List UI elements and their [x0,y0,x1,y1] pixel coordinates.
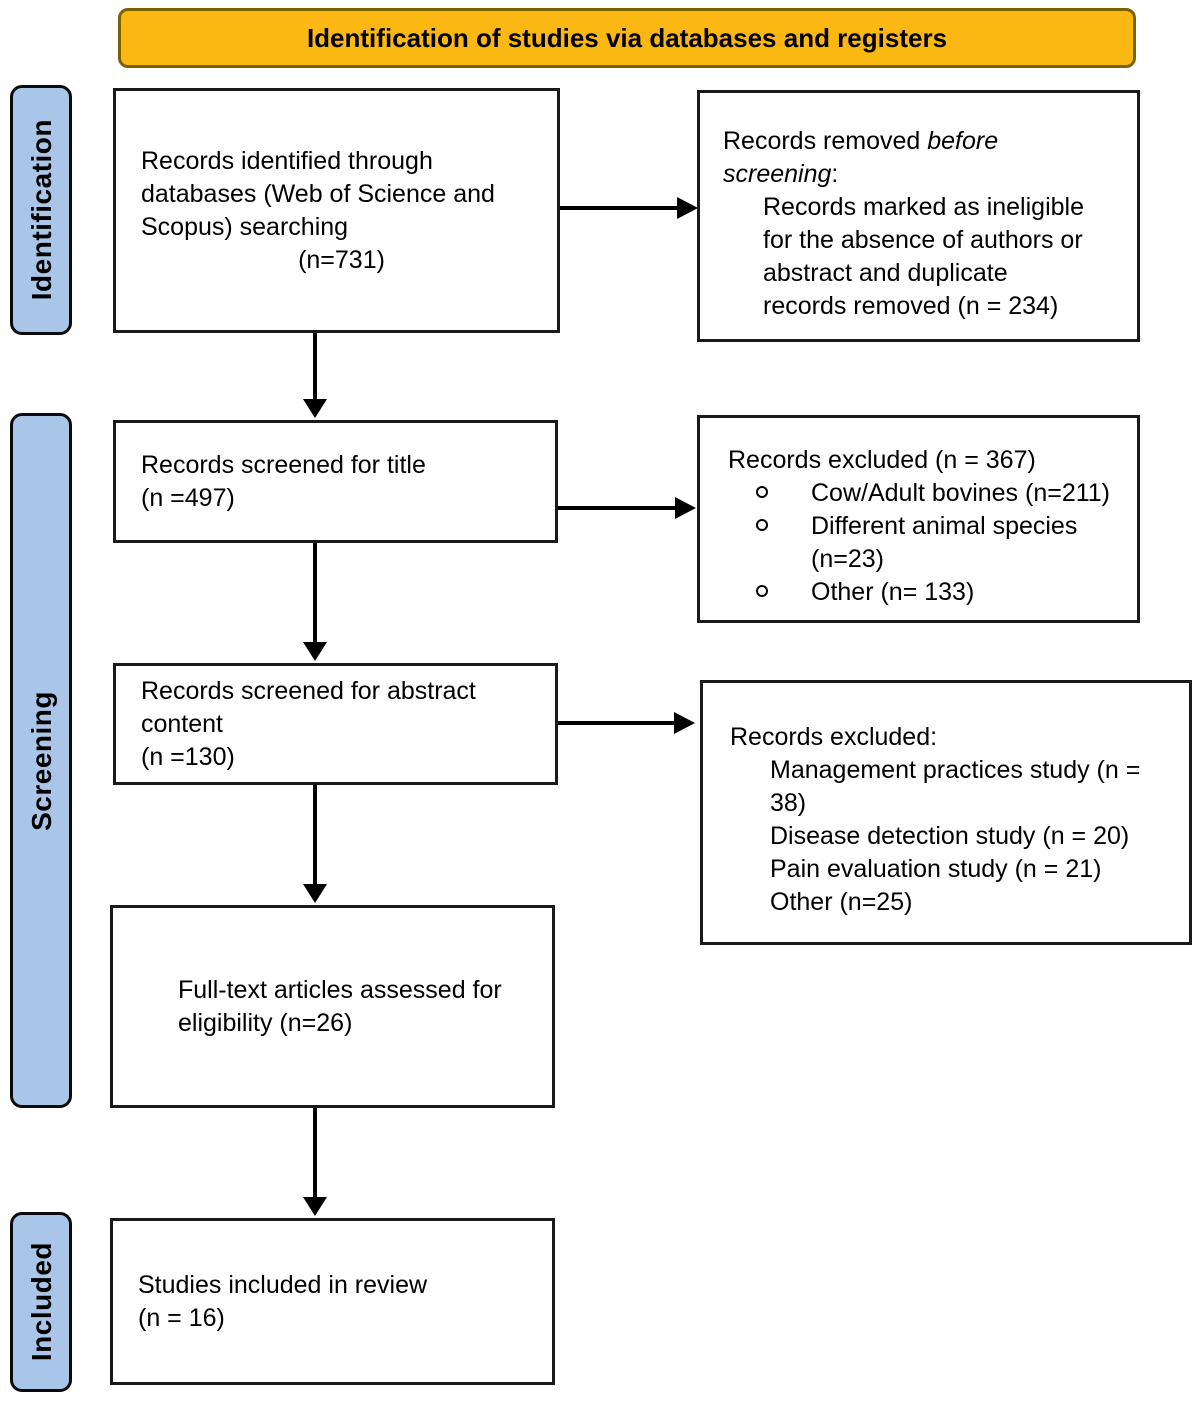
banner: Identification of studies via databases … [118,8,1136,68]
list-item: Different animal species (n=23) [734,510,1127,576]
text-line: Records screened for title [141,450,426,479]
text-line: Studies included in review [138,1270,428,1299]
list-item: Cow/Adult bovines (n=211) [734,477,1127,510]
arrowhead-down-icon [303,884,327,903]
list-item: Pain evaluation study (n = 21) [770,855,1102,883]
text-line: Records marked as ineligible [763,193,1084,221]
stage-label-included: Included [25,1242,57,1362]
box-title: Records excluded: [730,723,938,751]
arrow-shaft [313,785,317,885]
text-line: databases (Web of Science and [141,179,495,208]
circle-bullet-icon [756,486,768,498]
detail-block: Records marked as ineligible for the abs… [763,191,1125,323]
stage-bar-identification: Identification [10,85,72,335]
box-records-screened-abstract: Records screened for abstract content (n… [113,663,558,785]
arrow-shaft [313,1108,317,1198]
text-line: Records removed before [723,125,1125,158]
circle-bullet-icon [756,585,768,597]
text-line: for the absence of authors or [763,226,1083,254]
arrowhead-right-icon [677,197,698,219]
arrowhead-right-icon [674,712,695,734]
record-count: (n=731) [298,245,385,274]
text-fragment: : [831,160,839,188]
stage-bar-included: Included [10,1212,72,1392]
box-records-excluded-abstract: Records excluded: Management practices s… [700,680,1192,945]
bullet-text: Cow/Adult bovines (n=211) [811,479,1111,507]
text-line: eligibility (n=26) [178,1008,353,1037]
stage-label-screening: Screening [25,690,57,831]
exclusion-bullet-list: Cow/Adult bovines (n=211) Different anim… [728,477,1127,609]
box-title: Records excluded (n = 367) [728,446,1036,474]
text-fragment: Records removed [723,127,928,155]
box-records-identified: Records identified through databases (We… [113,88,560,333]
box-records-screened-title: Records screened for title (n =497) [113,420,558,543]
box-records-removed-before-screening: Records removed before screening: Record… [697,90,1140,342]
arrow-shaft [558,721,677,725]
text-line: abstract and duplicate [763,259,1008,287]
text-line: content [141,709,224,738]
text-line: (n =497) [141,483,235,512]
arrowhead-down-icon [303,399,327,418]
stage-label-identification: Identification [25,119,57,301]
text-line: Records screened for abstract [141,676,476,705]
box-fulltext-assessed: Full-text articles assessed for eligibil… [110,905,555,1108]
bullet-text: Different animal species (n=23) [811,512,1078,573]
italic-text: screening [723,160,832,188]
list-item: Management practices study (n = 38) [770,756,1141,817]
box-studies-included: Studies included in review (n = 16) [110,1218,555,1385]
stage-bar-screening: Screening [10,413,72,1108]
arrowhead-down-icon [303,1197,327,1216]
list-item: Other (n=25) [770,888,913,916]
text-line: Full-text articles assessed for [178,975,502,1004]
list-item: Other (n= 133) [734,576,1127,609]
text-line: Scopus) searching [141,212,349,241]
text-line: (n = 16) [138,1303,225,1332]
text-line: Records identified through [141,146,433,175]
arrowhead-right-icon [675,497,696,519]
box-records-excluded-title: Records excluded (n = 367) Cow/Adult bov… [697,415,1140,623]
bullet-text: Other (n= 133) [811,578,975,606]
list-item: Disease detection study (n = 20) [770,822,1130,850]
text-line: (n =130) [141,742,235,771]
text-line: records removed (n = 234) [763,292,1059,320]
arrowhead-down-icon [303,642,327,661]
banner-title: Identification of studies via databases … [306,22,948,53]
italic-text: before [927,127,999,155]
arrow-shaft [313,333,317,400]
text-line: screening: [723,158,1125,191]
circle-bullet-icon [756,519,768,531]
arrow-shaft [558,506,678,510]
arrow-shaft [313,543,317,643]
arrow-shaft [560,206,680,210]
